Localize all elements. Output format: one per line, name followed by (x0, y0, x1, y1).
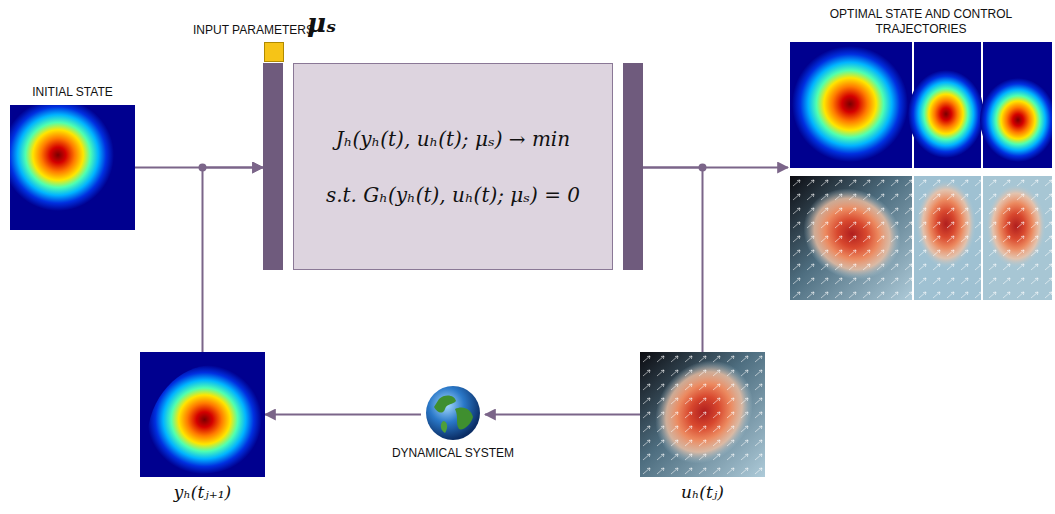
node-caption: yₕ(tⱼ₊₁) (174, 482, 231, 503)
parameter-symbol: μₛ (307, 8, 336, 38)
junction-dot (699, 164, 707, 172)
node-caption: DYNAMICAL SYSTEM (392, 446, 514, 461)
connector (203, 168, 264, 353)
control-image: uₕ(tⱼ) (640, 352, 765, 477)
parameter-label: INPUT PARAMETERS (193, 23, 314, 37)
output-trajectories: OPTIMAL STATE AND CONTROL TRAJECTORIES (790, 42, 1052, 300)
initial-state-image: INITIAL STATE (10, 105, 135, 230)
state-heatmap (10, 105, 135, 230)
state-heatmap (140, 352, 265, 477)
control-field (640, 352, 765, 477)
node-caption: INITIAL STATE (32, 85, 112, 100)
bar (623, 63, 643, 270)
state-trajectory (790, 42, 1052, 168)
parameter-square (264, 42, 284, 62)
dynamical-system: DYNAMICAL SYSTEM (425, 385, 481, 441)
control-trajectory (790, 176, 1052, 300)
bar (263, 63, 283, 270)
junction-dot (199, 164, 207, 172)
connector (643, 168, 703, 353)
connector (265, 414, 421, 416)
formula: Jₕ(yₕ(t), uₕ(t); μₛ) → min (336, 127, 570, 151)
node-caption: uₕ(tⱼ) (681, 482, 724, 503)
globe-icon (425, 385, 481, 441)
state-image: yₕ(tⱼ₊₁) (140, 352, 265, 477)
formula-panel: Jₕ(yₕ(t), uₕ(t); μₛ) → min s.t. Gₕ(yₕ(t),… (293, 63, 613, 270)
formula: s.t. Gₕ(yₕ(t), uₕ(t); μₛ) = 0 (326, 183, 580, 207)
connector (485, 414, 640, 416)
optimization-box: Jₕ(yₕ(t), uₕ(t); μₛ) → min s.t. Gₕ(yₕ(t),… (263, 63, 643, 270)
node-caption: OPTIMAL STATE AND CONTROL TRAJECTORIES (801, 7, 1041, 37)
